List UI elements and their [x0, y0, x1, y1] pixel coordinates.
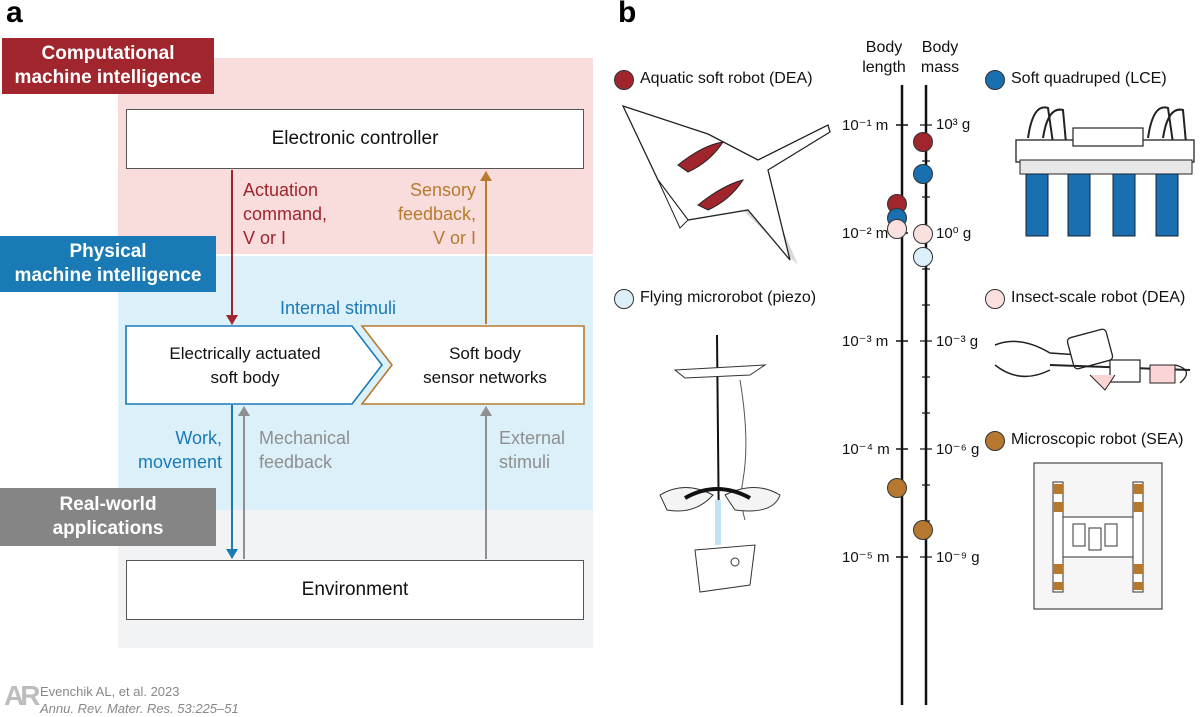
actuation-line2: command, [243, 204, 328, 224]
mass-tick-2: 10⁰ g [936, 225, 972, 242]
work-line2: movement [137, 452, 222, 472]
mass-dot-aquatic [913, 132, 933, 152]
electronic-controller-box: Electronic controller [126, 109, 584, 169]
sensory-line1: Sensory [409, 180, 476, 200]
mass-dot-microscopic [913, 520, 933, 540]
real-world-tag: Real-world applications [0, 488, 216, 546]
sensor-networks-line1: Soft body [449, 344, 521, 363]
mass-tick-4: 10⁻⁶ g [936, 441, 980, 458]
sensor-networks-line2: sensor networks [423, 368, 547, 387]
length-dot-insect [887, 219, 907, 239]
body-mass-header: Body mass [916, 38, 964, 78]
microscopic-legend-dot [985, 431, 1005, 451]
mechanical-line1: Mechanical [259, 428, 351, 448]
mass-dot-flying [913, 247, 933, 267]
microscopic-robot-illustration [1033, 462, 1163, 610]
mechanical-line2: feedback [259, 452, 333, 472]
actuated-body-line2: soft body [210, 368, 280, 387]
panel-a-letter: a [6, 0, 23, 29]
sensory-line3: V or I [432, 228, 476, 248]
actuated-body-shape [125, 325, 384, 405]
quadruped-legend-dot [985, 70, 1005, 90]
external-line1: External [499, 428, 566, 448]
insect-legend-dot [985, 289, 1005, 309]
sensory-line2: feedback, [397, 204, 476, 224]
work-line1: Work, [175, 428, 222, 448]
length-tick-4: 10⁻⁴ m [842, 441, 890, 458]
computational-tag: Computational machine intelligence [2, 38, 214, 94]
mass-dot-insect [913, 224, 933, 244]
length-tick-5: 10⁻⁵ m [842, 549, 890, 566]
flying-robot-label: Flying microrobot (piezo) [640, 289, 817, 306]
flying-robot-illustration [659, 334, 781, 593]
sensor-networks-label: Soft body sensor networks [395, 342, 575, 390]
mass-tick-5: 10⁻⁹ g [936, 549, 980, 566]
mass-tick-1: 10³ g [936, 116, 971, 133]
body-length-line2: length [862, 59, 906, 76]
aquatic-robot-illustration [621, 104, 831, 265]
length-tick-3: 10⁻³ m [842, 333, 889, 350]
environment-box: Environment [126, 560, 584, 620]
panel-a-arrows [125, 170, 585, 559]
length-tick-2: 10⁻² m [842, 225, 889, 242]
external-line2: stimuli [499, 452, 551, 472]
sensor-networks-shape [360, 325, 585, 405]
body-mass-line1: Body [921, 39, 959, 56]
physical-tag-line2: machine intelligence [14, 265, 202, 286]
computational-tag-line2: machine intelligence [14, 67, 202, 88]
length-dot-microscopic [887, 478, 907, 498]
aquatic-legend-dot [614, 70, 634, 90]
flying-legend-dot [614, 289, 634, 309]
computational-tag-line1: Computational [41, 43, 175, 64]
panel-b-letter: b [618, 0, 637, 29]
mass-tick-3: 10⁻³ g [936, 333, 979, 350]
physical-tag-line1: Physical [69, 241, 147, 262]
real-world-tag-line2: applications [52, 518, 164, 539]
mass-dot-quadruped [913, 164, 933, 184]
length-tick-1: 10⁻¹ m [842, 117, 889, 134]
physical-tag: Physical machine intelligence [0, 236, 216, 292]
sensory-feedback-label: Sensory feedback, V or I [376, 178, 476, 250]
external-stimuli-label: External stimuli [499, 426, 565, 474]
citation-line1: Evenchik AL, et al. 2023 [40, 684, 180, 699]
ar-logo: AR [4, 680, 41, 711]
real-world-tag-line1: Real-world [59, 494, 157, 515]
insect-robot-label: Insect-scale robot (DEA) [1011, 289, 1186, 306]
work-movement-label: Work, movement [130, 426, 222, 474]
insect-robot-illustration [994, 328, 1191, 391]
actuated-body-label: Electrically actuated soft body [140, 342, 350, 390]
actuation-line3: V or I [243, 228, 287, 248]
actuation-line1: Actuation [243, 180, 319, 200]
citation-line2: Annu. Rev. Mater. Res. 53:225–51 [40, 701, 239, 716]
body-length-line1: Body [865, 39, 903, 56]
body-length-header: Body length [860, 38, 908, 78]
body-mass-line2: mass [920, 59, 960, 76]
mechanical-feedback-label: Mechanical feedback [259, 426, 350, 474]
quadruped-robot-illustration [1015, 106, 1195, 237]
actuated-body-line1: Electrically actuated [169, 344, 321, 363]
microscopic-robot-label: Microscopic robot (SEA) [1011, 431, 1184, 448]
aquatic-robot-label: Aquatic soft robot (DEA) [640, 70, 813, 87]
actuation-command-label: Actuation command, V or I [243, 178, 327, 250]
quadruped-robot-label: Soft quadruped (LCE) [1011, 70, 1167, 87]
internal-stimuli-label: Internal stimuli [280, 298, 397, 318]
